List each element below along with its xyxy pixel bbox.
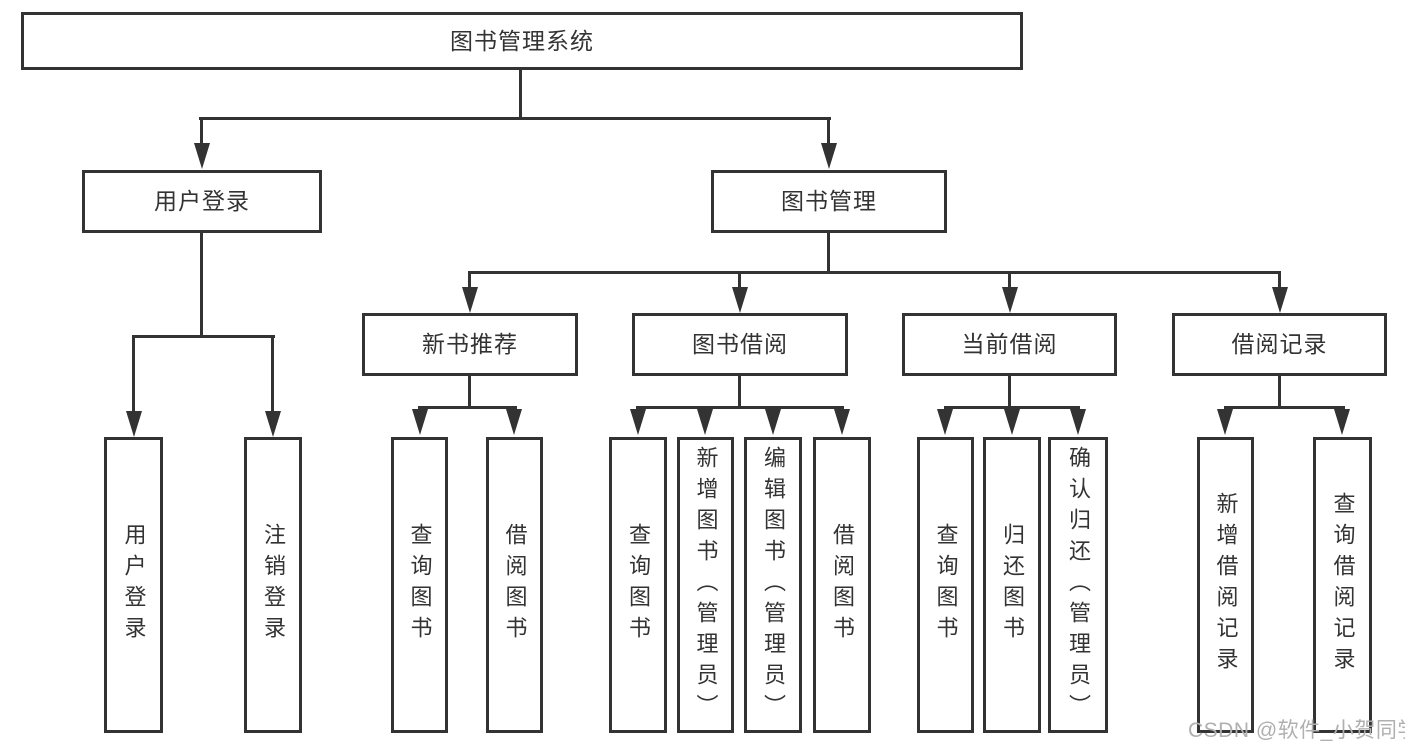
arrow-down-icon xyxy=(1272,287,1288,313)
leaf-borrow-books-recommend: 借阅图书 xyxy=(486,437,543,733)
arrow-down-icon xyxy=(194,143,210,169)
connector-to-new-book-recommend xyxy=(468,271,471,291)
connector-new-book-recommend-split xyxy=(418,406,517,409)
arrow-down-icon xyxy=(821,143,837,169)
leaf-logout-label: 注销登录 xyxy=(261,523,286,647)
node-library-system: 图书管理系统 xyxy=(21,12,1023,70)
arrow-down-icon xyxy=(1070,409,1086,435)
leaf-edit-books-admin-label: 编辑图书（管理员） xyxy=(761,445,786,725)
arrow-down-icon xyxy=(834,409,850,435)
connector-to-leaf-logout xyxy=(271,335,274,414)
leaf-user-login-label: 用户登录 xyxy=(121,523,147,647)
connector-current-borrowing-split xyxy=(944,406,1080,409)
node-new-book-recommend-label: 新书推荐 xyxy=(422,331,518,357)
leaf-query-books-current-label: 查询图书 xyxy=(933,523,959,647)
node-borrowing-records: 借阅记录 xyxy=(1172,313,1387,376)
leaf-user-login: 用户登录 xyxy=(104,437,163,733)
connector-new-book-recommend-stem xyxy=(468,376,471,409)
connector-book-borrowing-stem xyxy=(738,376,741,409)
connector-borrowing-records-stem xyxy=(1278,376,1281,409)
arrow-down-icon xyxy=(697,409,713,435)
arrow-down-icon xyxy=(412,409,428,435)
connector-to-borrowing-records xyxy=(1278,271,1281,291)
arrow-down-icon xyxy=(462,287,478,313)
arrow-down-icon xyxy=(630,409,646,435)
connector-to-leaf-user-login xyxy=(132,335,135,414)
leaf-query-books-recommend-label: 查询图书 xyxy=(407,523,433,647)
leaf-confirm-return-admin-label: 确认归还（管理员） xyxy=(1066,445,1091,725)
leaf-return-books: 归还图书 xyxy=(983,437,1041,733)
leaf-confirm-return-admin: 确认归还（管理员） xyxy=(1048,437,1108,733)
node-book-management-label: 图书管理 xyxy=(781,188,877,214)
connector-current-borrowing-stem xyxy=(1008,376,1011,409)
arrow-down-icon xyxy=(1217,409,1233,435)
leaf-add-borrow-record: 新增借阅记录 xyxy=(1197,437,1254,733)
leaf-borrow-books: 借阅图书 xyxy=(813,437,871,733)
arrow-down-icon xyxy=(732,287,748,313)
connector-root-split xyxy=(199,117,831,120)
node-user-login-label: 用户登录 xyxy=(154,188,250,214)
connector-book-management-split xyxy=(468,271,1281,274)
connector-to-book-borrowing xyxy=(738,271,741,291)
leaf-logout: 注销登录 xyxy=(244,437,302,733)
arrow-down-icon xyxy=(765,409,781,435)
leaf-query-books-borrowing: 查询图书 xyxy=(609,437,667,733)
connector-to-book-management xyxy=(827,117,830,147)
leaf-query-books-recommend: 查询图书 xyxy=(391,437,448,733)
connector-user-login-split xyxy=(132,335,275,338)
arrow-down-icon xyxy=(1002,287,1018,313)
node-borrowing-records-label: 借阅记录 xyxy=(1231,331,1328,357)
leaf-query-borrow-record-label: 查询借阅记录 xyxy=(1330,492,1356,678)
node-current-borrowing-label: 当前借阅 xyxy=(961,331,1058,357)
arrow-down-icon xyxy=(937,409,953,435)
leaf-query-books-borrowing-label: 查询图书 xyxy=(626,523,651,647)
arrow-down-icon xyxy=(1004,409,1020,435)
node-user-login: 用户登录 xyxy=(82,170,322,233)
connector-borrowing-records-split xyxy=(1224,406,1345,409)
node-book-management: 图书管理 xyxy=(711,170,947,233)
csdn-watermark: CSDN @软件_小贺同学 xyxy=(1188,719,1405,742)
leaf-query-books-current: 查询图书 xyxy=(917,437,974,733)
leaf-add-books-admin: 新增图书（管理员） xyxy=(677,437,734,733)
node-library-system-label: 图书管理系统 xyxy=(450,27,594,54)
connector-user-login-stem xyxy=(200,233,203,338)
node-current-borrowing: 当前借阅 xyxy=(902,313,1117,376)
leaf-query-borrow-record: 查询借阅记录 xyxy=(1313,437,1372,733)
connector-book-borrowing-split xyxy=(636,406,844,409)
node-book-borrowing: 图书借阅 xyxy=(632,313,848,376)
arrow-down-icon xyxy=(1334,409,1350,435)
leaf-add-books-admin-label: 新增图书（管理员） xyxy=(693,445,719,725)
leaf-return-books-label: 归还图书 xyxy=(1000,523,1025,647)
arrow-down-icon xyxy=(506,409,522,435)
leaf-add-borrow-record-label: 新增借阅记录 xyxy=(1213,492,1239,678)
leaf-borrow-books-recommend-label: 借阅图书 xyxy=(502,523,528,647)
arrow-down-icon xyxy=(265,411,281,437)
leaf-edit-books-admin: 编辑图书（管理员） xyxy=(744,437,802,733)
connector-to-user-login xyxy=(200,117,203,147)
leaf-borrow-books-label: 借阅图书 xyxy=(830,523,855,647)
node-new-book-recommend: 新书推荐 xyxy=(362,313,578,376)
node-book-borrowing-label: 图书借阅 xyxy=(692,331,788,357)
connector-root-stem xyxy=(519,70,522,118)
connector-book-management-stem xyxy=(827,233,830,274)
connector-to-current-borrowing xyxy=(1008,271,1011,291)
arrow-down-icon xyxy=(126,411,142,437)
